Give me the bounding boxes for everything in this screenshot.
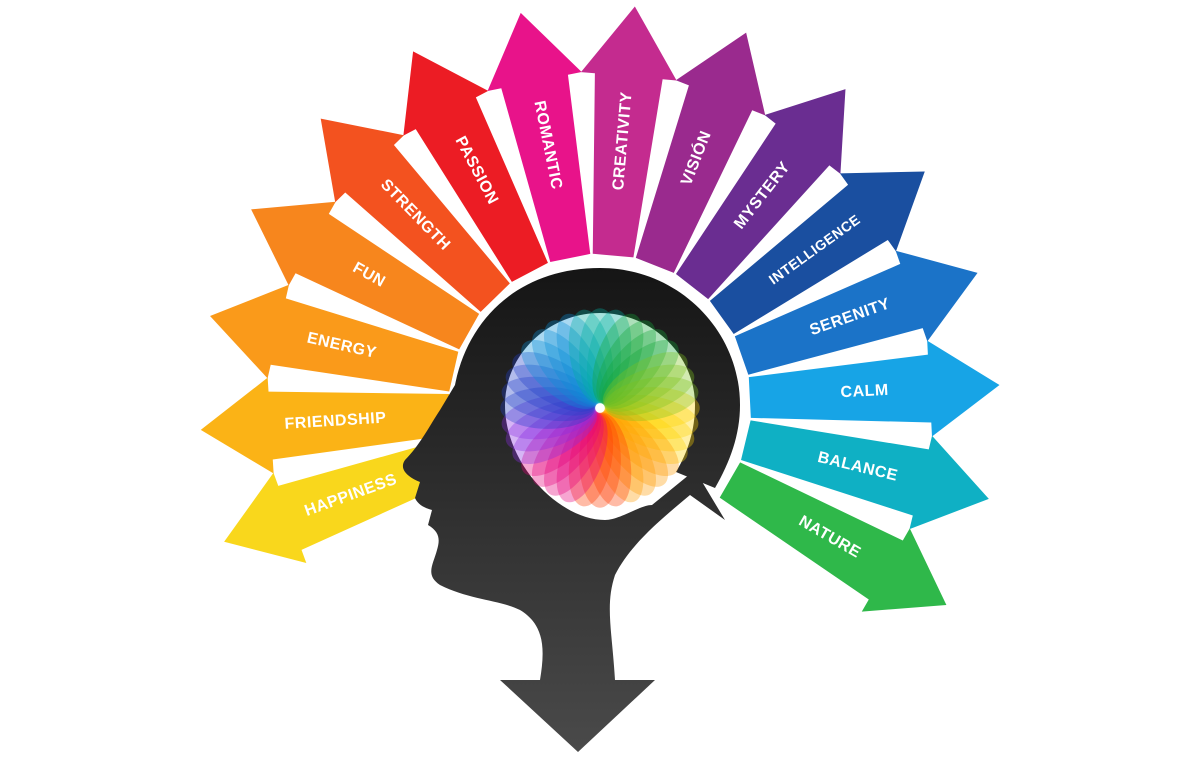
- wheel-petal: [586, 412, 632, 507]
- ray-arrow: [580, 6, 677, 258]
- ray-arrow: [709, 171, 925, 335]
- ray-passion: PASSION: [403, 51, 548, 282]
- wheel-petal: [604, 387, 700, 429]
- ray-arrow: [635, 32, 766, 273]
- wheel-petal: [592, 411, 644, 503]
- wheel-petal: [501, 394, 596, 440]
- wheel-petal: [512, 352, 598, 412]
- wheel-petal: [556, 411, 608, 503]
- wheel-petal: [556, 313, 608, 405]
- wheel-petal: [596, 410, 656, 496]
- wheel-petal: [512, 404, 598, 464]
- ray-energy: ENERGY: [210, 284, 459, 392]
- wheel-petal: [501, 376, 596, 422]
- ray-arrow: [748, 340, 1000, 437]
- wheel-petal: [602, 352, 688, 412]
- ray-arrow: [200, 377, 452, 474]
- ray-arrow: [210, 284, 459, 392]
- ray-arrow: [741, 420, 989, 530]
- ray-arrow: [719, 462, 947, 612]
- ray-arrow: [734, 250, 978, 375]
- rays-layer: HAPPINESSFRIENDSHIPENERGYFUNSTRENGTHPASS…: [200, 6, 1000, 612]
- wheel-petal: [586, 309, 632, 404]
- wheel-petal: [544, 320, 604, 406]
- ray-arrow: [487, 12, 591, 263]
- wheel-petal: [568, 309, 614, 404]
- wheel-petal: [603, 364, 695, 416]
- wheel-petal: [599, 329, 669, 407]
- ray-friendship: FRIENDSHIP: [200, 377, 452, 474]
- head-silhouette: [402, 268, 740, 752]
- wheel-petal: [603, 400, 695, 452]
- wheel-petal: [544, 410, 604, 496]
- ray-arrow: [320, 118, 510, 312]
- wheel-petal: [521, 339, 599, 409]
- head-profile: [402, 268, 740, 752]
- ray-arrow: [403, 51, 548, 282]
- ray-balance: BALANCE: [741, 420, 989, 530]
- wheel-petal: [601, 339, 679, 409]
- wheel-petal: [604, 376, 699, 422]
- wheel-petal: [592, 313, 644, 405]
- wheel-petal: [601, 407, 679, 477]
- ray-arrow: [675, 89, 846, 300]
- wheel-petal: [579, 412, 621, 508]
- wheel-petal: [602, 404, 688, 464]
- wheel-petal: [521, 407, 599, 477]
- wheel-petal: [579, 308, 621, 404]
- ray-romantic: ROMANTIC: [487, 12, 591, 263]
- wheel-petal: [531, 329, 601, 407]
- wheel-petal: [505, 364, 597, 416]
- ray-serenity: SERENITY: [734, 250, 978, 375]
- color-wheel: [500, 308, 700, 508]
- wheel-petal: [505, 400, 597, 452]
- wheel-petal: [500, 387, 596, 429]
- ray-fun: FUN: [251, 201, 480, 350]
- ray-calm: CALM: [748, 340, 1000, 437]
- wheel-petal: [604, 394, 699, 440]
- ray-strength: STRENGTH: [320, 118, 510, 312]
- wheel-petal: [531, 409, 601, 487]
- wheel-petal: [568, 412, 614, 507]
- ray-visin: VISIÓN: [635, 32, 766, 273]
- ray-label: FRIENDSHIP: [284, 410, 387, 433]
- wheel-petal: [599, 409, 669, 487]
- ray-label: CALM: [840, 382, 889, 401]
- ray-nature: NATURE: [719, 462, 947, 612]
- ray-creativity: CREATIVITY: [580, 6, 677, 258]
- ray-arrow: [251, 201, 480, 350]
- wheel-petal: [596, 320, 656, 406]
